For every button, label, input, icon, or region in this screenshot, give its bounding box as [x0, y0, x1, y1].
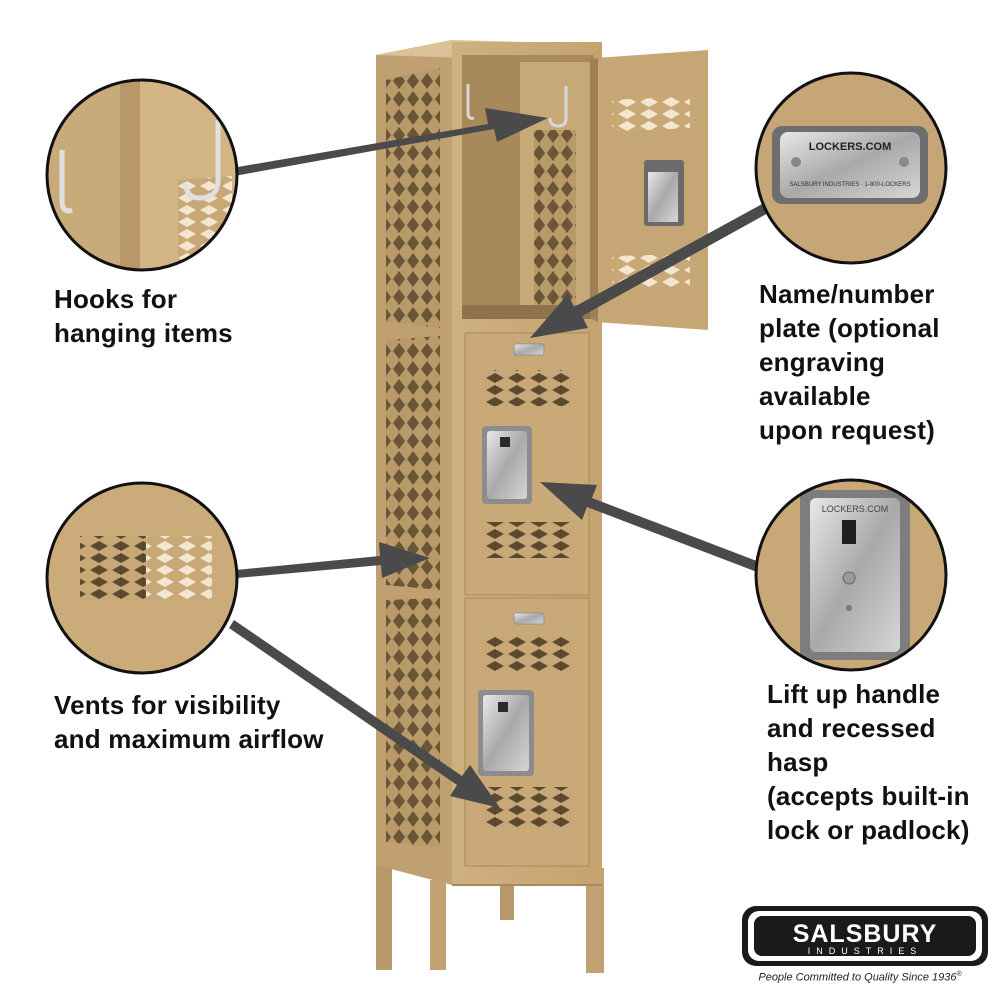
middle-handle-plate	[487, 431, 527, 499]
middle-handle-slot	[500, 437, 510, 447]
upper-door-edge	[590, 58, 598, 322]
side-mesh-upper	[386, 68, 440, 328]
locker-leg	[430, 880, 446, 970]
handle-text: LOCKERS.COM	[822, 504, 889, 514]
callout-vents: Vents for visibility and maximum airflow	[54, 690, 324, 754]
lower-handle-plate	[483, 695, 529, 771]
locker-leg	[586, 868, 604, 973]
callout-arrows	[229, 108, 770, 808]
hook-icon	[548, 86, 568, 128]
callout-hooks: Hooks for hanging items	[54, 284, 233, 348]
locker-unit	[376, 40, 708, 973]
side-mesh-lower	[386, 598, 440, 848]
plate-title: LOCKERS.COM	[809, 141, 892, 153]
middle-vent-top	[486, 370, 570, 406]
tagline-text: People Committed to Quality Since 1936	[758, 971, 957, 984]
locker-leg	[376, 865, 392, 970]
brand-tagline: People Committed to Quality Since 1936®	[740, 971, 980, 984]
door-vent-top	[612, 96, 690, 132]
detail-vents	[45, 481, 239, 675]
callout-name-plate: Name/number plate (optional engraving av…	[759, 279, 940, 445]
arrow-plate	[530, 203, 770, 338]
hook-icon	[466, 84, 475, 120]
arrow-handle	[540, 482, 762, 572]
middle-number-plate	[513, 343, 545, 356]
lower-handle-slot	[498, 702, 508, 712]
logo-division: INDUSTRIES	[808, 946, 923, 956]
lower-vent-bottom	[486, 787, 570, 829]
callout-handle: Lift up handle and recessed hasp (accept…	[767, 679, 970, 845]
middle-vent-bottom	[486, 522, 570, 558]
arrow-vents-lower	[229, 620, 500, 808]
detail-handle: LOCKERS.COM	[754, 478, 948, 672]
door-latch-plate	[648, 172, 678, 222]
compartment-back-mesh	[534, 130, 576, 305]
side-mesh-middle	[386, 336, 440, 590]
arrow-vents-side	[236, 542, 430, 578]
hook-icon	[59, 150, 73, 214]
detail-hooks	[45, 78, 239, 272]
logo-name: SALSBURY	[793, 920, 938, 948]
detail-name-plate: LOCKERS.COM SALSBURY INDUSTRIES · 1-800-…	[754, 71, 948, 265]
hook-icon	[183, 120, 221, 201]
lower-vent-top	[486, 636, 570, 672]
lower-number-plate	[513, 612, 545, 625]
salsbury-logo: SALSBURY INDUSTRIES	[742, 906, 988, 966]
registered-mark: ®	[956, 971, 962, 978]
arrow-hooks	[232, 108, 548, 176]
plate-subtitle: SALSBURY INDUSTRIES · 1-800-LOCKERS	[789, 182, 910, 188]
